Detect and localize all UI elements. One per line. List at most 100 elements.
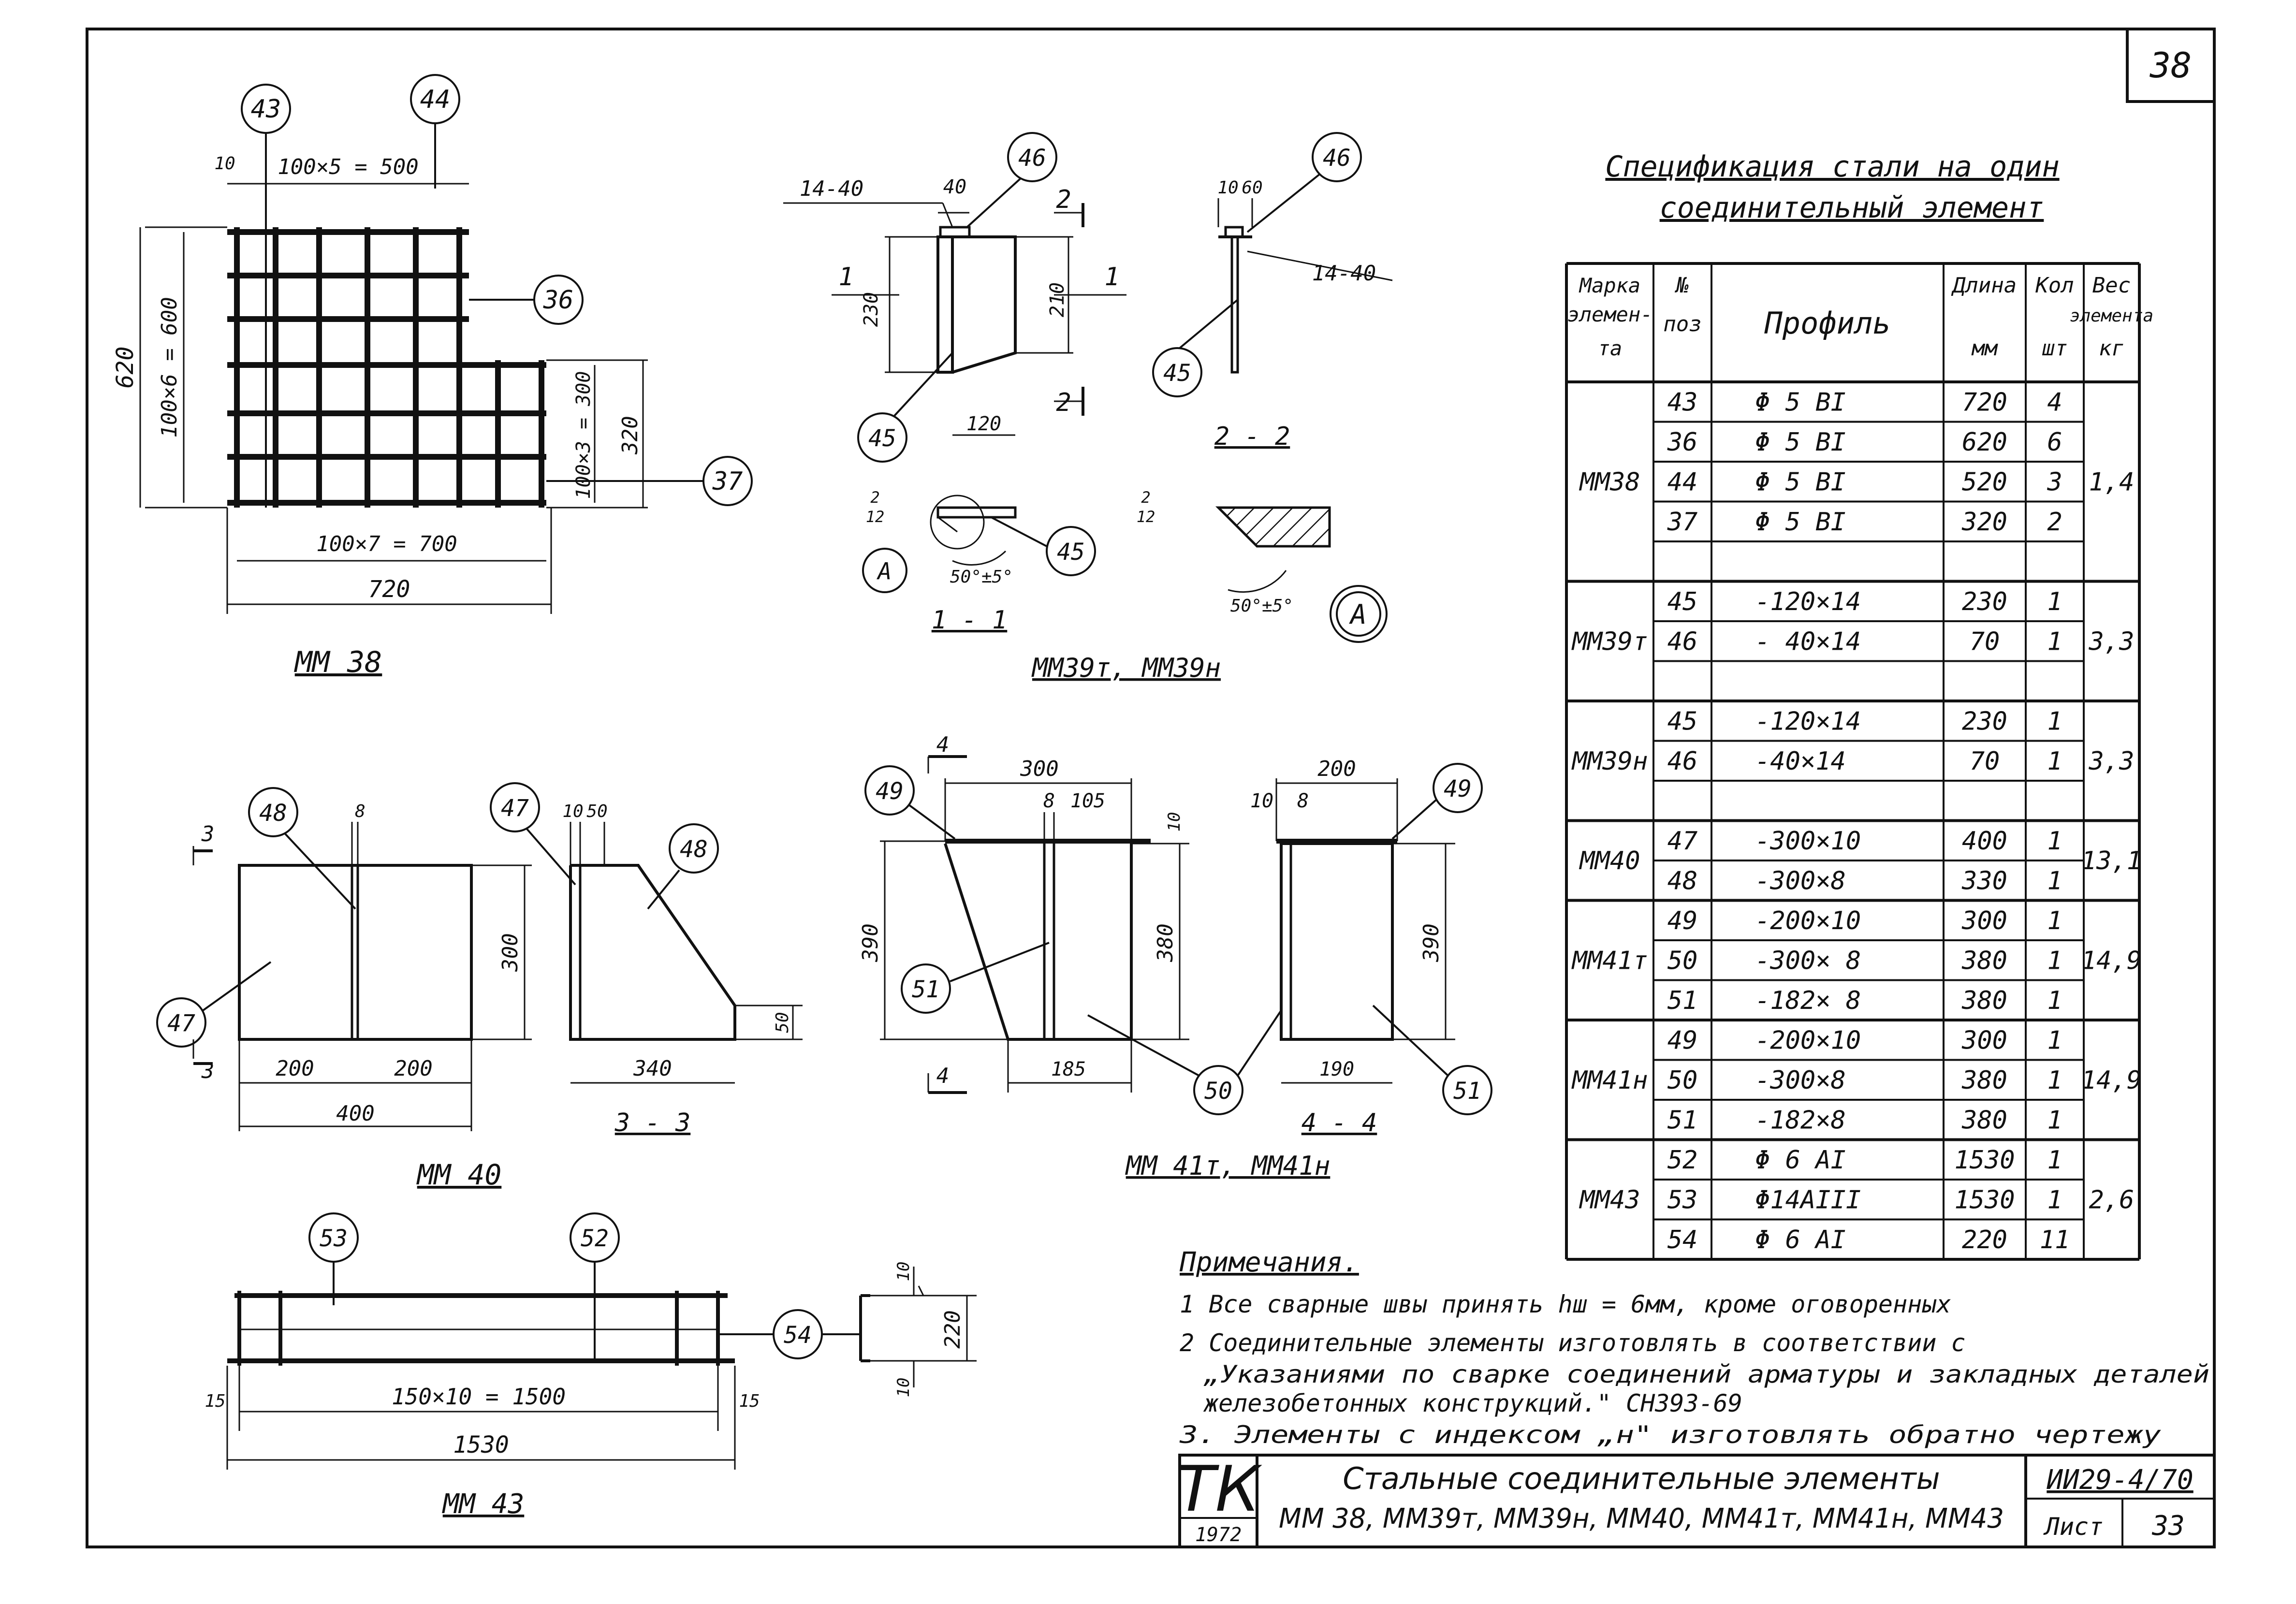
mm41-caption: ММ 41т, ММ41н xyxy=(1125,1151,1331,1181)
spec-cell-qty: 1 xyxy=(2047,747,2062,776)
mm43-dim-15b: 15 xyxy=(739,1391,760,1411)
spec-cell-pos: 48 xyxy=(1667,866,1698,895)
callout-49: 49 xyxy=(876,778,904,805)
spec-cell-profile: -182× 8 xyxy=(1755,986,1861,1015)
spec-weight-1: 3,3 xyxy=(2089,627,2135,656)
callout-44: 44 xyxy=(420,85,451,114)
mm39-dim-40: 40 xyxy=(943,176,966,198)
spec-cell-length: 330 xyxy=(1961,866,2007,895)
mm40-dim-340: 340 xyxy=(633,1056,672,1081)
mm41-dim-390b: 390 xyxy=(1419,923,1444,962)
spec-cell-length: 620 xyxy=(1962,428,2007,457)
mm41-dim-8b: 8 xyxy=(1297,790,1309,812)
spec-cell-length: 520 xyxy=(1962,467,2007,496)
spec-cell-qty: 1 xyxy=(2047,906,2062,935)
spec-mark-4: ММ41т xyxy=(1571,946,1648,975)
mm39-dim-60: 60 xyxy=(1242,178,1262,198)
sheet-number-box xyxy=(2126,28,2216,103)
mm41-dim-190: 190 xyxy=(1319,1058,1354,1080)
callout-36: 36 xyxy=(543,286,574,315)
spec-cell-length: 380 xyxy=(1961,1066,2007,1095)
sheet-label: Лист xyxy=(2043,1513,2103,1541)
mm39-dim-210: 210 xyxy=(1046,282,1068,317)
spec-weight-2: 3,3 xyxy=(2089,747,2135,776)
callout-37: 37 xyxy=(712,467,743,496)
spec-cell-qty: 3 xyxy=(2047,467,2062,496)
mm43-dim-overall: 1530 xyxy=(453,1431,509,1458)
title-block xyxy=(1178,1454,2216,1548)
mm43-dim-middle: 150×10 = 1500 xyxy=(392,1384,566,1410)
spec-cell-profile: -120×14 xyxy=(1755,707,1861,736)
mm39-section-2-2: 2 - 2 xyxy=(1214,422,1290,451)
spec-cell-pos: 37 xyxy=(1667,508,1698,537)
mm39-dim-230: 230 xyxy=(860,292,882,327)
spec-cell-profile: -300×8 xyxy=(1755,1066,1846,1095)
spec-cell-length: 220 xyxy=(1962,1225,2007,1254)
spec-header-pos: № xyxy=(1675,273,1689,298)
spec-weight-6: 2,6 xyxy=(2089,1185,2135,1214)
spec-cell-length: 380 xyxy=(1961,1106,2007,1135)
spec-cell-length: 230 xyxy=(1962,587,2007,616)
mm41-section-4-4: 4 - 4 xyxy=(1302,1108,1377,1137)
mm41-dim-300: 300 xyxy=(1020,757,1058,781)
mm41-dim-105: 105 xyxy=(1070,790,1105,812)
sheet-frame xyxy=(86,28,2216,1548)
notes: Примечания. 1 Все сварные швы принять hш… xyxy=(1179,1247,2209,1449)
mm38-dim-overall: 720 xyxy=(368,576,410,603)
spec-cell-qty: 1 xyxy=(2047,587,2062,616)
mm41-dim-390: 390 xyxy=(858,923,883,962)
spec-cell-profile: -200×10 xyxy=(1755,1026,1861,1055)
mm39-plate-label: 14-40 xyxy=(800,176,863,201)
mm41-cut-4b: 4 xyxy=(936,1064,950,1088)
mm39-dim-12: 12 xyxy=(866,508,885,526)
spec-header-profile: Профиль xyxy=(1764,306,1890,341)
spec-cell-pos: 47 xyxy=(1667,827,1698,856)
mm38-drawing xyxy=(139,74,753,614)
spec-header-weight: кг xyxy=(2099,336,2124,361)
spec-cell-length: 1530 xyxy=(1954,1146,2015,1175)
mm40-cut-3b: 3 xyxy=(201,1059,215,1083)
mm40-labels: 48 47 47 48 8 10 50 3 3 300 200 200 400 … xyxy=(167,795,792,1191)
mm43-dim-220: 220 xyxy=(940,1310,965,1348)
spec-cell-pos: 43 xyxy=(1667,388,1698,417)
mm38-dim-right-inner: 100×3 = 300 xyxy=(572,371,595,499)
mm38-dim-left-overall: 620 xyxy=(112,347,139,389)
callout-43: 43 xyxy=(251,95,281,124)
spec-cell-qty: 1 xyxy=(2047,1146,2062,1175)
mm40-dim-200a: 200 xyxy=(276,1056,314,1081)
mm40-caption: ММ 40 xyxy=(416,1158,502,1191)
spec-cell-profile: Φ 6 AI xyxy=(1755,1225,1846,1254)
mm40-dim-50: 50 xyxy=(586,802,607,821)
spec-header-weight: элемента xyxy=(2070,306,2153,326)
spec-header-mark: Марка xyxy=(1579,274,1640,297)
mm39-dim-120: 120 xyxy=(966,413,1001,435)
spec-cell-length: 320 xyxy=(1961,508,2007,537)
mm39-dim-2: 2 xyxy=(870,488,879,507)
spec-cell-length: 1530 xyxy=(1954,1185,2015,1214)
spec-cell-pos: 49 xyxy=(1667,1026,1698,1055)
spec-mark-6: ММ43 xyxy=(1579,1185,1640,1214)
mm39-cut-1b: 1 xyxy=(1104,262,1119,292)
spec-title-line1: Спецификация стали на один xyxy=(1605,150,2059,184)
spec-cell-profile: Φ 5 BI xyxy=(1755,388,1846,417)
spec-cell-pos: 52 xyxy=(1667,1146,1698,1175)
mm38-caption: ММ 38 xyxy=(294,645,382,679)
mm40-dim-8: 8 xyxy=(355,802,366,821)
spec-cell-length: 300 xyxy=(1961,906,2007,935)
callout-48: 48 xyxy=(259,800,287,827)
spec-cell-profile: -120×14 xyxy=(1755,587,1861,616)
spec-cell-length: 70 xyxy=(1970,627,2000,656)
spec-cell-pos: 45 xyxy=(1667,587,1698,616)
mm38-dim-top: 100×5 = 500 xyxy=(278,155,418,179)
callout-51b: 51 xyxy=(1453,1078,1481,1105)
spec-cell-qty: 1 xyxy=(2047,1066,2062,1095)
spec-cell-qty: 11 xyxy=(2040,1225,2070,1254)
mm41-dim-200: 200 xyxy=(1317,757,1356,781)
mm39-cut-1a: 1 xyxy=(838,262,853,292)
mm43-labels: 53 52 54 150×10 = 1500 15 15 1530 220 10… xyxy=(205,1225,965,1520)
spec-cell-pos: 50 xyxy=(1667,946,1698,975)
spec-cell-pos: 51 xyxy=(1667,986,1698,1015)
spec-cell-pos: 36 xyxy=(1667,428,1698,457)
note-2: 2 Соединительные элементы изготовлять в … xyxy=(1180,1329,1966,1357)
